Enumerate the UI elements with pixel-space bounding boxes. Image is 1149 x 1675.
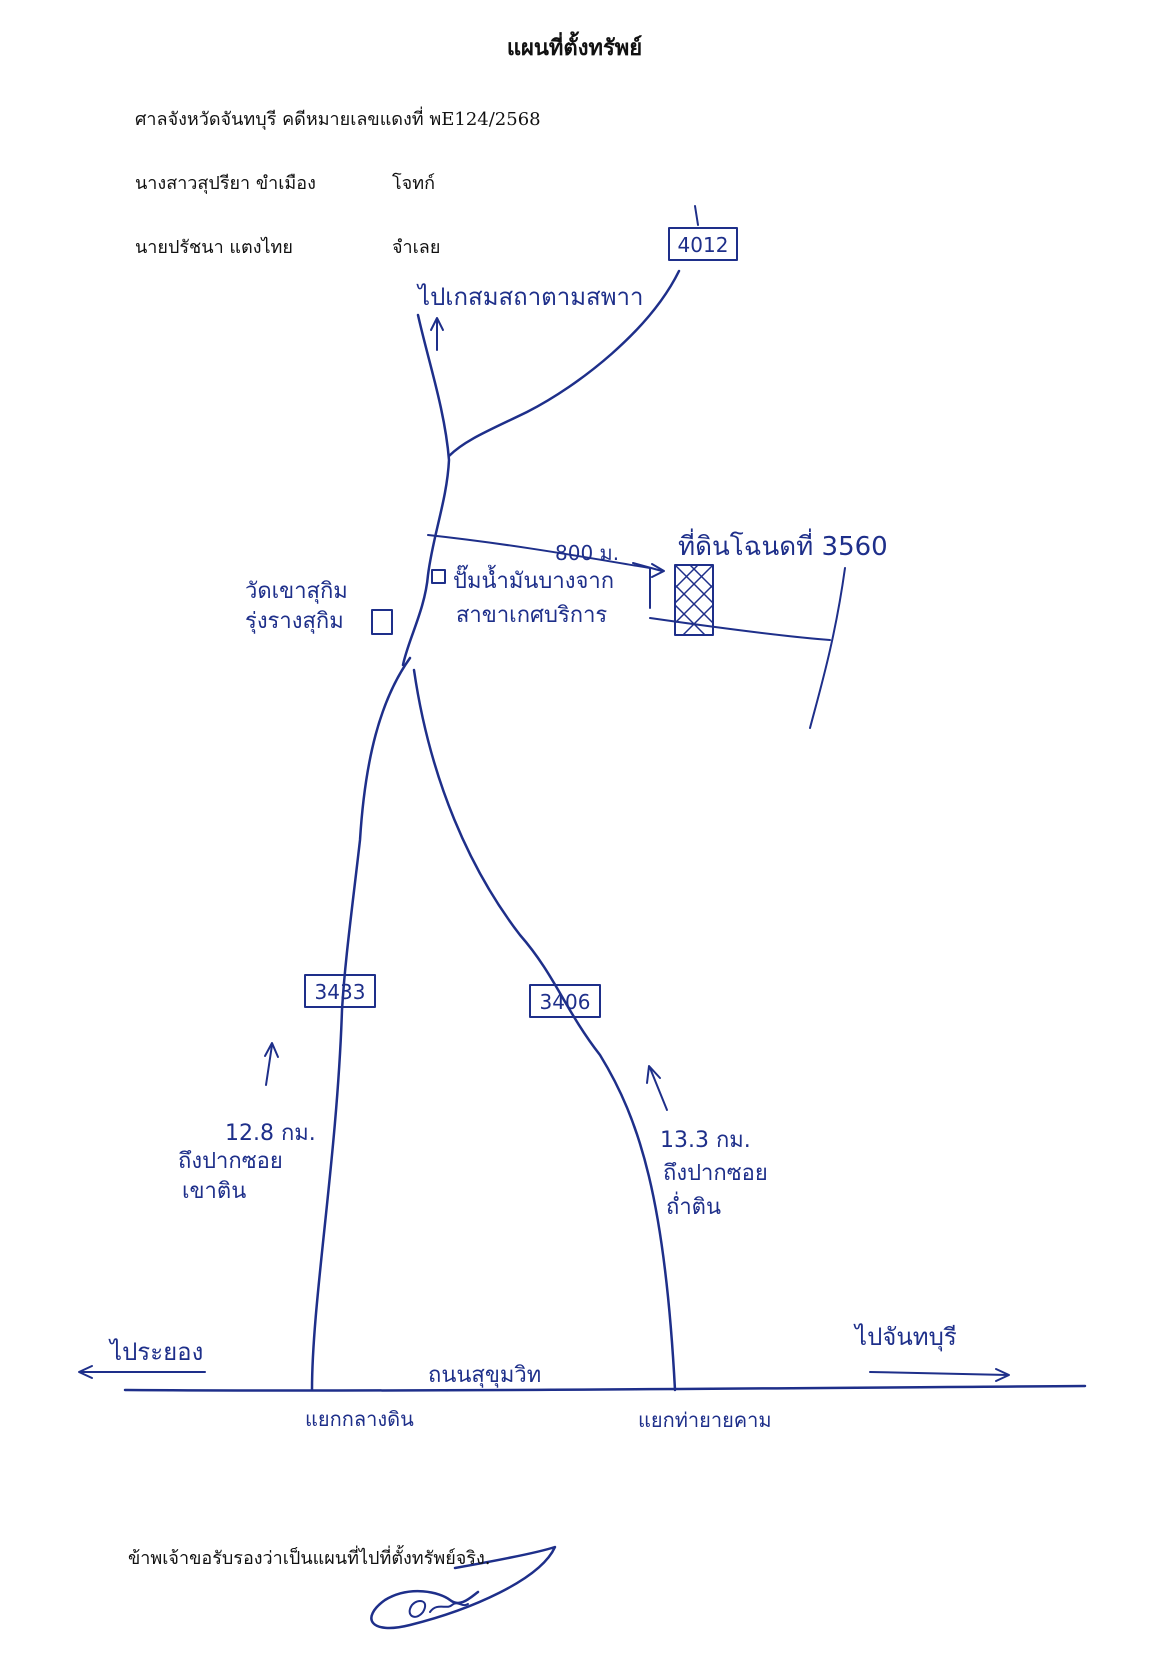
- certification-statement: ข้าพเจ้าขอรับรองว่าเป็นแผนที่ไปที่ตั้งทร…: [128, 1548, 491, 1569]
- road-main-north: [401, 313, 451, 667]
- defendant-role: จำเลย: [392, 237, 441, 258]
- temple-label-2: รุ่งรางสุกิม: [245, 609, 344, 634]
- sukhumvit-road-label: ถนนสุขุมวิท: [428, 1363, 541, 1388]
- plaintiff-role: โจทก์: [392, 173, 435, 194]
- route-4012-sign: 4012: [668, 205, 738, 261]
- right-distance-label: 13.3 กม.: [660, 1128, 751, 1153]
- parcel-road-vertical: [809, 567, 846, 729]
- left-junction-label: แยกกลางดิน: [305, 1407, 414, 1431]
- north-arrow-icon: [430, 317, 444, 351]
- left-distance-label: 12.8 กม.: [225, 1121, 316, 1146]
- right-junction-note-2: ถ่ำติน: [666, 1191, 721, 1220]
- right-junction-note-1: ถึงปากซอย: [663, 1161, 768, 1186]
- page-title: แผนที่ตั้งทรัพย์: [506, 35, 643, 61]
- parcel-hatched-icon: [674, 564, 714, 636]
- temple-marker-icon: [371, 609, 393, 635]
- distance-arrow-icon: [632, 562, 665, 578]
- route-3406-sign: 3406: [529, 984, 601, 1018]
- road-4012: [447, 269, 681, 458]
- right-arrow-icon: [869, 1368, 1010, 1382]
- defendant-name: นายปรัชนา แตงไทย: [135, 237, 293, 258]
- temple-label-1: วัดเขาสุกิม: [245, 579, 348, 604]
- right-up-arrow-icon: [646, 1065, 668, 1111]
- distance-800m-label: 800 ม.: [555, 541, 619, 565]
- north-direction-label: ไปเกสมสถาตามสพาา: [416, 283, 643, 311]
- route-3406-label: 3406: [540, 990, 591, 1014]
- left-up-arrow-icon: [264, 1042, 279, 1086]
- gas-station-label-2: สาขาเกศบริการ: [456, 603, 607, 628]
- road-3406: [412, 668, 677, 1392]
- plaintiff-name: นางสาวสุปรียา ขำเมือง: [135, 173, 316, 194]
- route-3433-sign: 3433: [304, 974, 376, 1008]
- road-3433: [310, 656, 412, 1392]
- left-junction-note-1: ถึงปากซอย: [178, 1149, 283, 1174]
- to-rayong-label: ไประยอง: [108, 1338, 203, 1366]
- side-road-800m: [427, 534, 651, 609]
- left-arrow-icon: [78, 1365, 206, 1379]
- road-sukhumvit: [123, 1384, 1087, 1392]
- route-4012-label: 4012: [678, 233, 729, 257]
- gas-station-label-1: ปั๊มน้ำมันบางจาก: [453, 564, 614, 594]
- parcel-label: ที่ดินโฉนดที่ 3560: [678, 528, 888, 562]
- to-chanthaburi-label: ไปจันทบุรี: [853, 1323, 957, 1352]
- left-junction-note-2: เขาติน: [182, 1179, 246, 1204]
- signature: [370, 1545, 557, 1630]
- gas-station-marker-icon: [431, 569, 446, 584]
- court-case-line: ศาลจังหวัดจันทบุรี คดีหมายเลขแดงที่ พE12…: [135, 109, 541, 130]
- route-3433-label: 3433: [315, 980, 366, 1004]
- right-junction-label: แยกท่ายายคาม: [638, 1408, 772, 1432]
